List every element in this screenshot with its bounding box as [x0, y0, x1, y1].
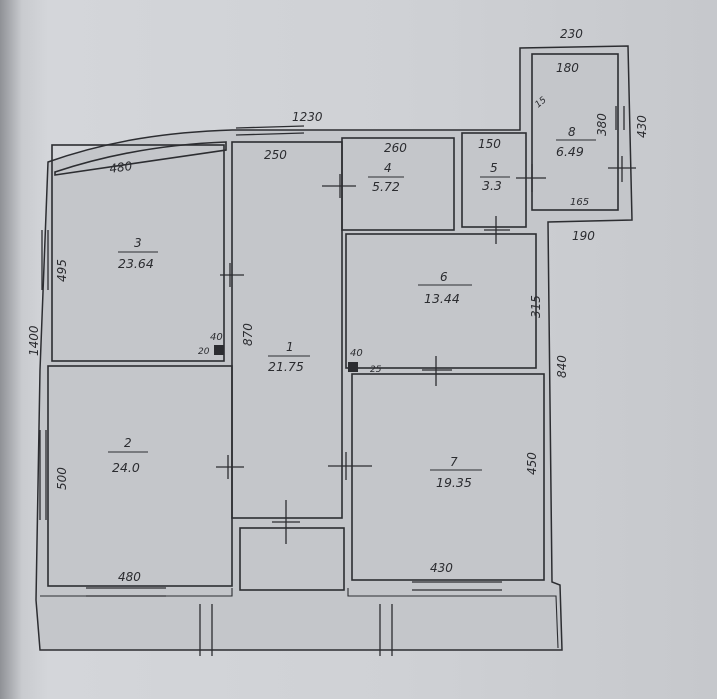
column-1-label: 40	[210, 332, 223, 343]
entry-hall	[239, 527, 345, 591]
label-underlines	[108, 139, 596, 471]
room-5-number: 5	[490, 161, 498, 175]
room-2-height: 500	[55, 467, 69, 490]
column-marker	[348, 362, 358, 372]
room-8-top: 180	[556, 61, 579, 75]
inner-outline	[54, 141, 227, 176]
room-6-area: 13.44	[424, 291, 460, 306]
room-5-area: 3.3	[482, 178, 502, 193]
room-7-height: 450	[525, 452, 539, 475]
room-1	[231, 141, 343, 519]
window-marks	[39, 106, 625, 656]
overall-right-height: 840	[555, 355, 569, 378]
room-1-area: 21.75	[268, 359, 304, 374]
outer-wall	[35, 45, 633, 651]
room-8-outer-bottom: 190	[572, 229, 595, 243]
door-marks	[216, 156, 636, 544]
room-1-height: 870	[241, 323, 255, 346]
room-7-width: 430	[430, 561, 453, 575]
room-2-width: 480	[118, 570, 141, 584]
room-7	[351, 373, 545, 581]
room-8	[531, 53, 619, 211]
room-3-number: 3	[134, 236, 142, 250]
room-3-area: 23.64	[118, 256, 154, 271]
annex-side: 430	[635, 115, 649, 138]
room-6-number: 6	[440, 270, 448, 284]
column-marker	[214, 345, 224, 355]
room-4-width: 260	[384, 141, 407, 155]
column-2-label: 40	[350, 348, 363, 359]
column-2-note: 25	[370, 365, 382, 375]
room-8-area: 6.49	[556, 144, 584, 159]
room-8-side: 380	[595, 113, 609, 136]
overall-left-height: 1400	[27, 325, 41, 356]
room-8-number: 8	[568, 125, 576, 139]
room-7-area: 19.35	[436, 475, 472, 490]
overall-top-width: 1230	[292, 110, 323, 124]
room-5	[461, 132, 527, 228]
room-1-width: 250	[264, 148, 287, 162]
room-1-number: 1	[286, 340, 294, 354]
room-2-number: 2	[124, 436, 132, 450]
room-3-width: 480	[108, 159, 133, 176]
room-4-area: 5.72	[372, 179, 400, 194]
room-7-number: 7	[450, 455, 458, 469]
room-4-number: 4	[384, 161, 392, 175]
room-3	[51, 144, 225, 362]
room-3-height: 495	[55, 259, 69, 282]
room-8-bottom: 165	[570, 197, 589, 208]
room-2-area: 24.0	[112, 460, 140, 475]
annex-width: 230	[560, 27, 583, 41]
room-5-width: 150	[478, 137, 501, 151]
room-6	[345, 233, 537, 369]
room-4	[341, 137, 455, 231]
column-1-note: 20	[198, 347, 210, 357]
room-6-height: 315	[529, 295, 543, 318]
